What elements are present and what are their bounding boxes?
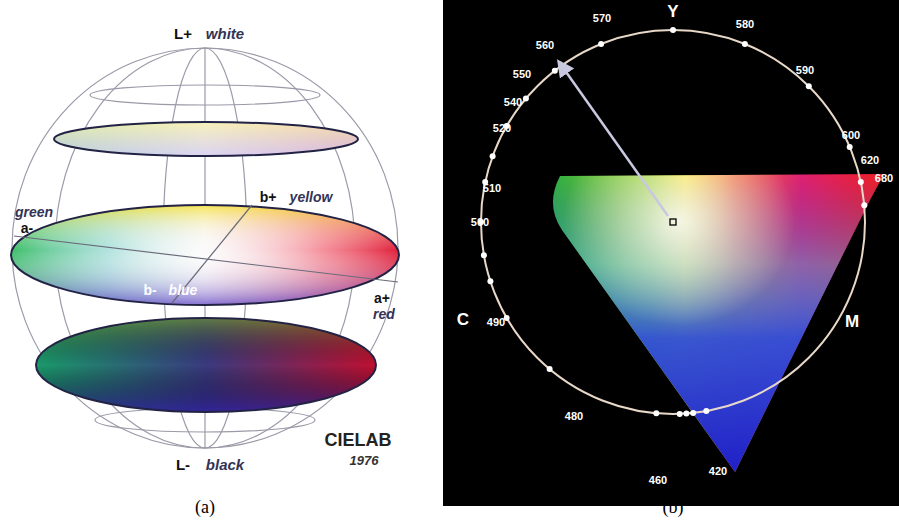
wavelength-dot bbox=[861, 202, 867, 208]
wavelength-dot bbox=[806, 83, 812, 89]
panel-caption: (b) bbox=[663, 497, 684, 518]
axis-label: yellow bbox=[290, 189, 333, 205]
wavelength-dot bbox=[847, 144, 853, 150]
axis-label: L+ bbox=[174, 25, 192, 42]
axis-label: white bbox=[206, 25, 244, 42]
wavelength-dot bbox=[703, 408, 709, 414]
axis-label: a- bbox=[21, 220, 33, 236]
wavelength-dot bbox=[523, 96, 529, 102]
color-letter: C bbox=[457, 310, 469, 330]
wavelength-dot bbox=[598, 41, 604, 47]
axis-label: green bbox=[15, 204, 53, 220]
wavelength-dot bbox=[552, 68, 558, 74]
wavelength-label: 500 bbox=[471, 216, 489, 228]
wavelength-dot bbox=[677, 411, 683, 417]
wavelength-label: 460 bbox=[649, 474, 667, 486]
wavelength-dot bbox=[742, 41, 748, 47]
wavelength-dot bbox=[547, 366, 553, 372]
axis-label: black bbox=[206, 456, 244, 473]
axis-label: b+ bbox=[260, 189, 277, 205]
panel-caption: (a) bbox=[195, 497, 215, 518]
axis-label: L- bbox=[176, 456, 190, 473]
title-label: CIELAB bbox=[325, 430, 392, 451]
wavelength-label: 570 bbox=[593, 12, 611, 24]
axis-label: b- bbox=[143, 282, 156, 298]
color-letter: M bbox=[845, 312, 859, 332]
wavelength-label: 550 bbox=[513, 68, 531, 80]
wavelength-label: 580 bbox=[736, 18, 754, 30]
wavelength-label: 490 bbox=[487, 316, 505, 328]
year-label: 1976 bbox=[350, 453, 379, 468]
wavelength-dot bbox=[653, 410, 659, 416]
wavelength-dot bbox=[481, 252, 487, 258]
wavelength-dot bbox=[490, 153, 496, 159]
wavelength-dot bbox=[858, 179, 864, 185]
wavelength-label: 680 bbox=[875, 172, 893, 184]
wavelength-label: 540 bbox=[504, 96, 522, 108]
wavelength-dot bbox=[683, 411, 689, 417]
wavelength-label: 480 bbox=[565, 410, 583, 422]
wavelength-label: 510 bbox=[483, 182, 501, 194]
axis-label: a+ bbox=[374, 290, 390, 306]
wavelength-label: 620 bbox=[861, 154, 879, 166]
wavelength-dot bbox=[487, 278, 493, 284]
wavelength-dot bbox=[690, 410, 696, 416]
wavelength-label: 590 bbox=[796, 64, 814, 76]
wavelength-dot bbox=[670, 27, 676, 33]
axis-label: red bbox=[373, 306, 395, 322]
wavelength-label: 420 bbox=[709, 465, 727, 477]
wavelength-label: 600 bbox=[842, 129, 860, 141]
wavelength-label: 520 bbox=[493, 122, 511, 134]
color-letter: Y bbox=[667, 2, 678, 22]
wavelength-label: 560 bbox=[536, 39, 554, 51]
axis-label: blue bbox=[169, 282, 198, 298]
